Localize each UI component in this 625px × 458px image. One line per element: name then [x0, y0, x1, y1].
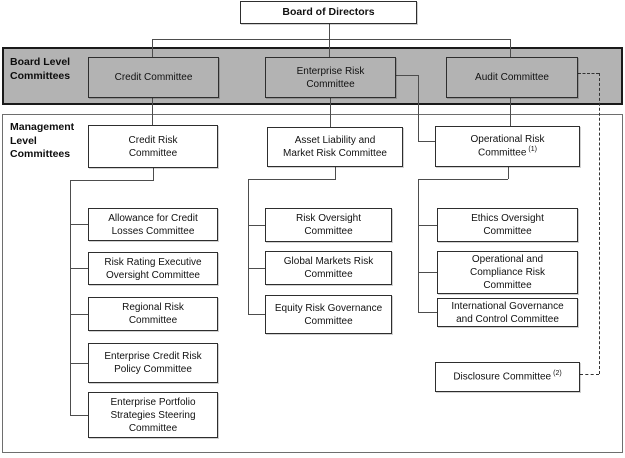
- op-compliance-label-line1: Operational and: [471, 254, 544, 265]
- connector-line: [248, 268, 265, 269]
- global-markets-risk-box: Global Markets Risk Committee: [265, 251, 392, 285]
- connector-line: [418, 179, 419, 313]
- disclosure-label: Disclosure Committee(2): [453, 370, 561, 383]
- connector-line: [152, 39, 511, 40]
- operational-risk-label-line1: Operational Risk: [470, 134, 545, 146]
- connector-line: [70, 363, 88, 364]
- board-level-label: Board Level Committees: [10, 56, 70, 83]
- connector-line: [418, 225, 437, 226]
- credit-risk-label-line1: Credit Risk: [128, 134, 178, 146]
- op-compliance-label-line3: Committee: [483, 280, 532, 291]
- risk-rating-label-line1: Risk Rating Executive: [104, 256, 202, 268]
- op-compliance-label-line2: Compliance Risk: [469, 267, 546, 278]
- equity-risk-label-line1: Equity Risk Governance: [274, 302, 383, 314]
- enterprise-risk-label-line1: Enterprise Risk: [296, 65, 365, 77]
- operational-risk-label-line2: Committee(1): [478, 146, 537, 159]
- connector-line: [418, 312, 437, 313]
- management-level-label-line2: Level: [10, 134, 37, 147]
- risk-rating-label-line2: Oversight Committee: [106, 269, 200, 281]
- connector-line: [248, 314, 265, 315]
- intl-governance-label-line2: and Control Committee: [456, 313, 559, 325]
- connector-line: [329, 24, 330, 57]
- disclosure-label-text: Disclosure Committee: [453, 371, 552, 383]
- connector-line: [510, 98, 511, 126]
- enterprise-portfolio-steering-box: Enterprise Portfolio Strategies Steering…: [88, 392, 218, 438]
- ep-steering-label-line1: Enterprise Portfolio: [110, 396, 196, 408]
- risk-oversight-committee-box: Risk Oversight Committee: [265, 208, 392, 242]
- connector-line: [70, 180, 71, 416]
- connector-line: [395, 75, 418, 76]
- equity-risk-label-line2: Committee: [304, 315, 353, 327]
- global-markets-label-line1: Global Markets Risk: [283, 256, 374, 267]
- connector-line: [248, 179, 336, 180]
- board-of-directors-label: Board of Directors: [282, 6, 375, 18]
- connector-line: [153, 168, 154, 180]
- equity-risk-governance-box: Equity Risk Governance Committee: [265, 295, 392, 334]
- risk-rating-executive-box: Risk Rating Executive Oversight Committe…: [88, 252, 218, 285]
- operational-risk-committee-box: Operational Risk Committee(1): [435, 126, 580, 167]
- disclosure-committee-box: Disclosure Committee(2): [435, 362, 580, 392]
- ethics-label-line1: Ethics Oversight: [471, 213, 544, 224]
- connector-line: [248, 179, 249, 315]
- board-level-label-line2: Committees: [10, 69, 71, 82]
- board-of-directors-box: Board of Directors: [240, 1, 417, 24]
- asset-liability-label-line2: Market Risk Committee: [283, 148, 387, 159]
- regional-risk-committee-box: Regional Risk Committee: [88, 297, 218, 331]
- connector-line: [70, 180, 154, 181]
- operational-compliance-risk-box: Operational and Compliance Risk Committe…: [437, 251, 578, 294]
- asset-liability-label-line1: Asset Liability and: [294, 135, 376, 146]
- connector-line: [70, 268, 88, 269]
- connector-line: [418, 75, 419, 141]
- connector-line: [508, 167, 509, 179]
- disclosure-footnote-ref: (2): [553, 370, 562, 378]
- connector-line: [70, 314, 88, 315]
- allowance-credit-losses-box: Allowance for Credit Losses Committee: [88, 208, 218, 241]
- management-level-label-line3: Committees: [10, 148, 71, 160]
- connector-line: [418, 272, 437, 273]
- connector-line-dashed: [578, 73, 599, 74]
- enterprise-risk-label-line2: Committee: [306, 78, 355, 90]
- audit-committee-box: Audit Committee: [446, 57, 578, 98]
- connector-line: [418, 141, 435, 142]
- international-governance-control-box: International Governance and Control Com…: [437, 298, 578, 327]
- ethics-oversight-committee-box: Ethics Oversight Committee: [437, 208, 578, 242]
- management-level-label-line1: Management: [10, 121, 75, 133]
- enterprise-risk-committee-box: Enterprise Risk Committee: [265, 57, 396, 98]
- global-markets-label-line2: Committee: [304, 269, 353, 280]
- credit-risk-committee-box: Credit Risk Committee: [88, 125, 218, 168]
- risk-oversight-label-line1: Risk Oversight: [295, 213, 361, 224]
- connector-line: [70, 224, 88, 225]
- ep-steering-label-line2: Strategies Steering: [110, 409, 196, 421]
- asset-liability-market-risk-box: Asset Liability and Market Risk Committe…: [267, 127, 403, 167]
- credit-risk-label-line2: Committee: [128, 147, 178, 159]
- operational-risk-footnote-ref: (1): [528, 146, 537, 154]
- connector-line: [152, 39, 153, 57]
- credit-committee-label: Credit Committee: [114, 72, 193, 83]
- enterprise-credit-risk-policy-box: Enterprise Credit Risk Policy Committee: [88, 343, 218, 383]
- connector-line: [335, 167, 336, 179]
- connector-line: [248, 225, 265, 226]
- connector-line: [510, 39, 511, 57]
- connector-line: [418, 179, 508, 180]
- credit-committee-box: Credit Committee: [88, 57, 219, 98]
- ecr-policy-label-line2: Policy Committee: [114, 364, 192, 375]
- management-level-label: Management Level Committees: [10, 121, 74, 162]
- ethics-label-line2: Committee: [483, 226, 532, 237]
- connector-line-dashed: [599, 73, 600, 374]
- risk-oversight-label-line2: Committee: [304, 226, 353, 237]
- connector-line: [152, 98, 153, 125]
- ecr-policy-label-line1: Enterprise Credit Risk: [104, 351, 202, 362]
- operational-risk-label-text: Committee: [478, 147, 527, 159]
- audit-committee-label: Audit Committee: [475, 72, 549, 83]
- allowance-label-line2: Losses Committee: [111, 225, 195, 237]
- allowance-label-line1: Allowance for Credit: [108, 212, 198, 224]
- connector-line: [330, 98, 331, 127]
- ep-steering-label-line3: Committee: [128, 422, 178, 434]
- regional-risk-label-line1: Regional Risk: [122, 302, 184, 313]
- intl-governance-label-line1: International Governance: [451, 300, 564, 312]
- connector-line: [70, 415, 88, 416]
- board-level-label-line1: Board Level: [10, 56, 71, 68]
- connector-line-dashed: [580, 374, 599, 375]
- regional-risk-label-line2: Committee: [128, 315, 178, 326]
